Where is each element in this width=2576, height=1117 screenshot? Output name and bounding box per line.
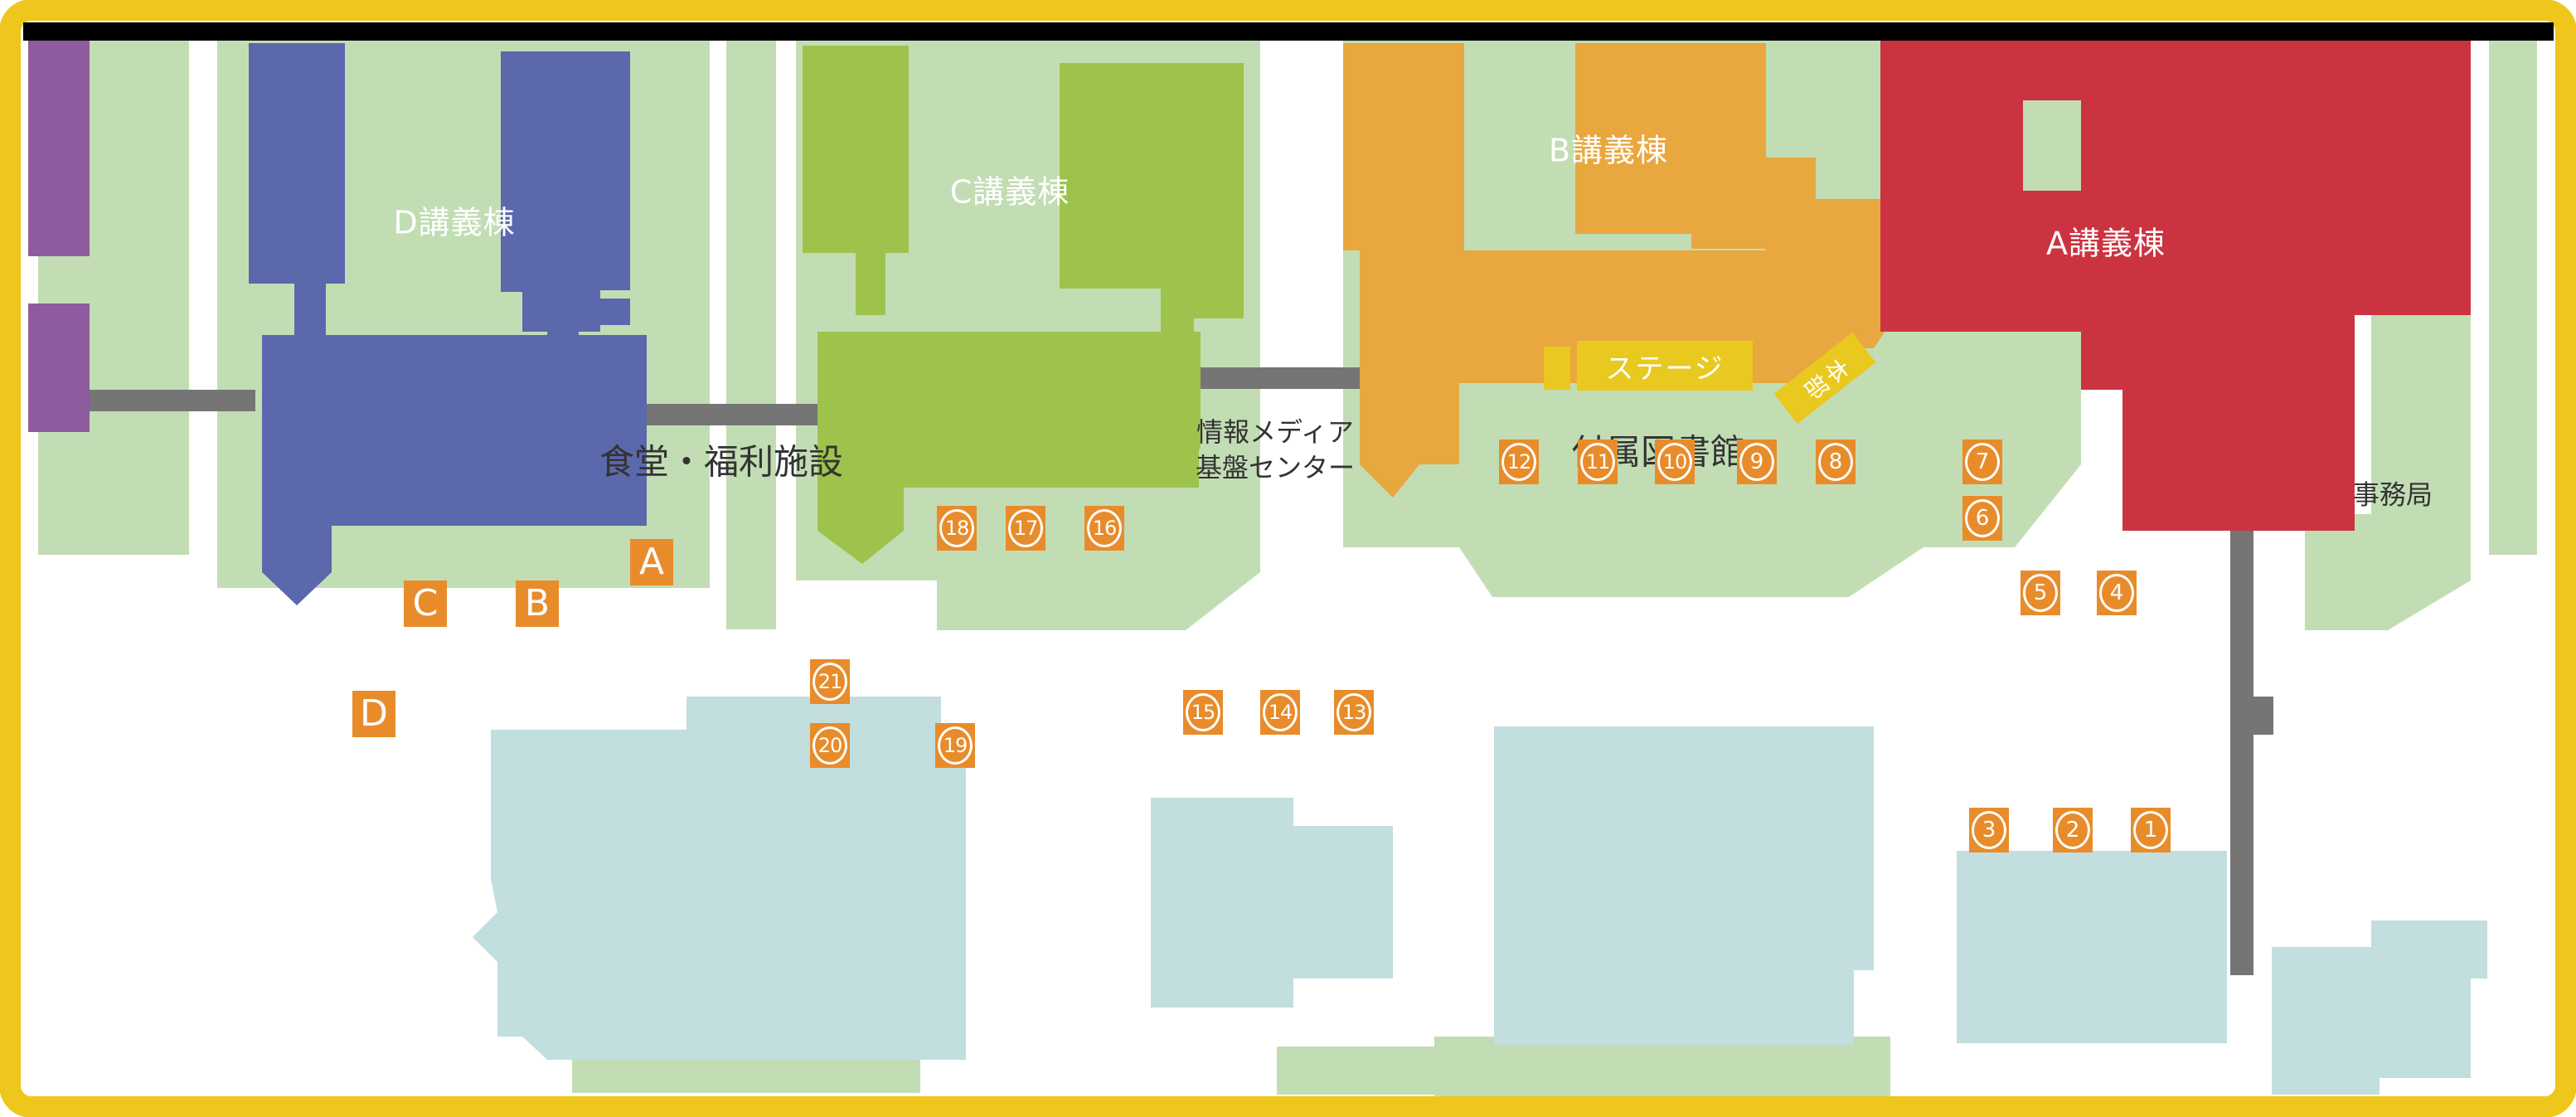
marker-number-21-ring: 21 (813, 663, 847, 701)
marker-number-11-ring: 11 (1580, 443, 1615, 481)
marker-number-14-ring: 14 (1263, 693, 1298, 731)
marker-number-19[interactable]: 19 (935, 723, 975, 768)
marker-number-16-ring: 16 (1087, 509, 1122, 547)
facility-blocks (473, 697, 2487, 1095)
marker-number-5[interactable]: 5 (2021, 571, 2060, 615)
marker-number-1-ring: 1 (2133, 811, 2168, 849)
marker-number-1[interactable]: 1 (2131, 808, 2171, 852)
marker-number-17[interactable]: 17 (1006, 506, 1045, 551)
marker-number-13[interactable]: 13 (1334, 690, 1374, 735)
marker-number-8[interactable]: 8 (1816, 440, 1856, 484)
marker-number-12-ring: 12 (1501, 443, 1536, 481)
marker-number-7[interactable]: 7 (1962, 440, 2002, 484)
stage-box[interactable]: ステージ (1577, 341, 1753, 391)
marker-number-20[interactable]: 20 (810, 723, 850, 768)
marker-letter-c[interactable]: C (404, 580, 447, 627)
marker-letter-b[interactable]: B (516, 580, 559, 627)
marker-number-5-ring: 5 (2023, 574, 2058, 612)
marker-number-15-ring: 15 (1186, 693, 1220, 731)
marker-number-4-ring: 4 (2099, 574, 2134, 612)
map-top-bar (23, 22, 2554, 41)
marker-number-16[interactable]: 16 (1084, 506, 1124, 551)
marker-number-2[interactable]: 2 (2053, 808, 2093, 852)
marker-number-8-ring: 8 (1818, 443, 1853, 481)
building-purple-blocks (28, 41, 90, 432)
marker-number-12[interactable]: 12 (1499, 440, 1539, 484)
stage-side-block (1544, 347, 1570, 390)
marker-number-14[interactable]: 14 (1260, 690, 1300, 735)
building-d-shape (249, 43, 647, 605)
marker-number-13-ring: 13 (1337, 693, 1371, 731)
building-c-shape (803, 46, 1244, 564)
marker-number-10-ring: 10 (1657, 443, 1692, 481)
marker-number-17-ring: 17 (1008, 509, 1043, 547)
marker-number-9-ring: 9 (1739, 443, 1774, 481)
marker-number-21[interactable]: 21 (810, 659, 850, 704)
marker-number-20-ring: 20 (813, 726, 847, 765)
marker-number-6-ring: 6 (1965, 499, 2000, 537)
building-a-shape (1880, 41, 2471, 531)
marker-number-4[interactable]: 4 (2097, 571, 2137, 615)
marker-number-2-ring: 2 (2055, 811, 2090, 849)
marker-number-10[interactable]: 10 (1655, 440, 1695, 484)
marker-number-6[interactable]: 6 (1962, 496, 2002, 541)
marker-number-18-ring: 18 (939, 509, 974, 547)
marker-number-19-ring: 19 (938, 726, 973, 765)
marker-number-3-ring: 3 (1972, 811, 2006, 849)
marker-number-18[interactable]: 18 (937, 506, 977, 551)
marker-number-3[interactable]: 3 (1969, 808, 2009, 852)
marker-number-9[interactable]: 9 (1737, 440, 1777, 484)
marker-number-15[interactable]: 15 (1183, 690, 1223, 735)
marker-letter-a[interactable]: A (630, 539, 673, 585)
marker-number-7-ring: 7 (1965, 443, 2000, 481)
marker-letter-d[interactable]: D (352, 691, 395, 737)
marker-number-11[interactable]: 11 (1578, 440, 1618, 484)
